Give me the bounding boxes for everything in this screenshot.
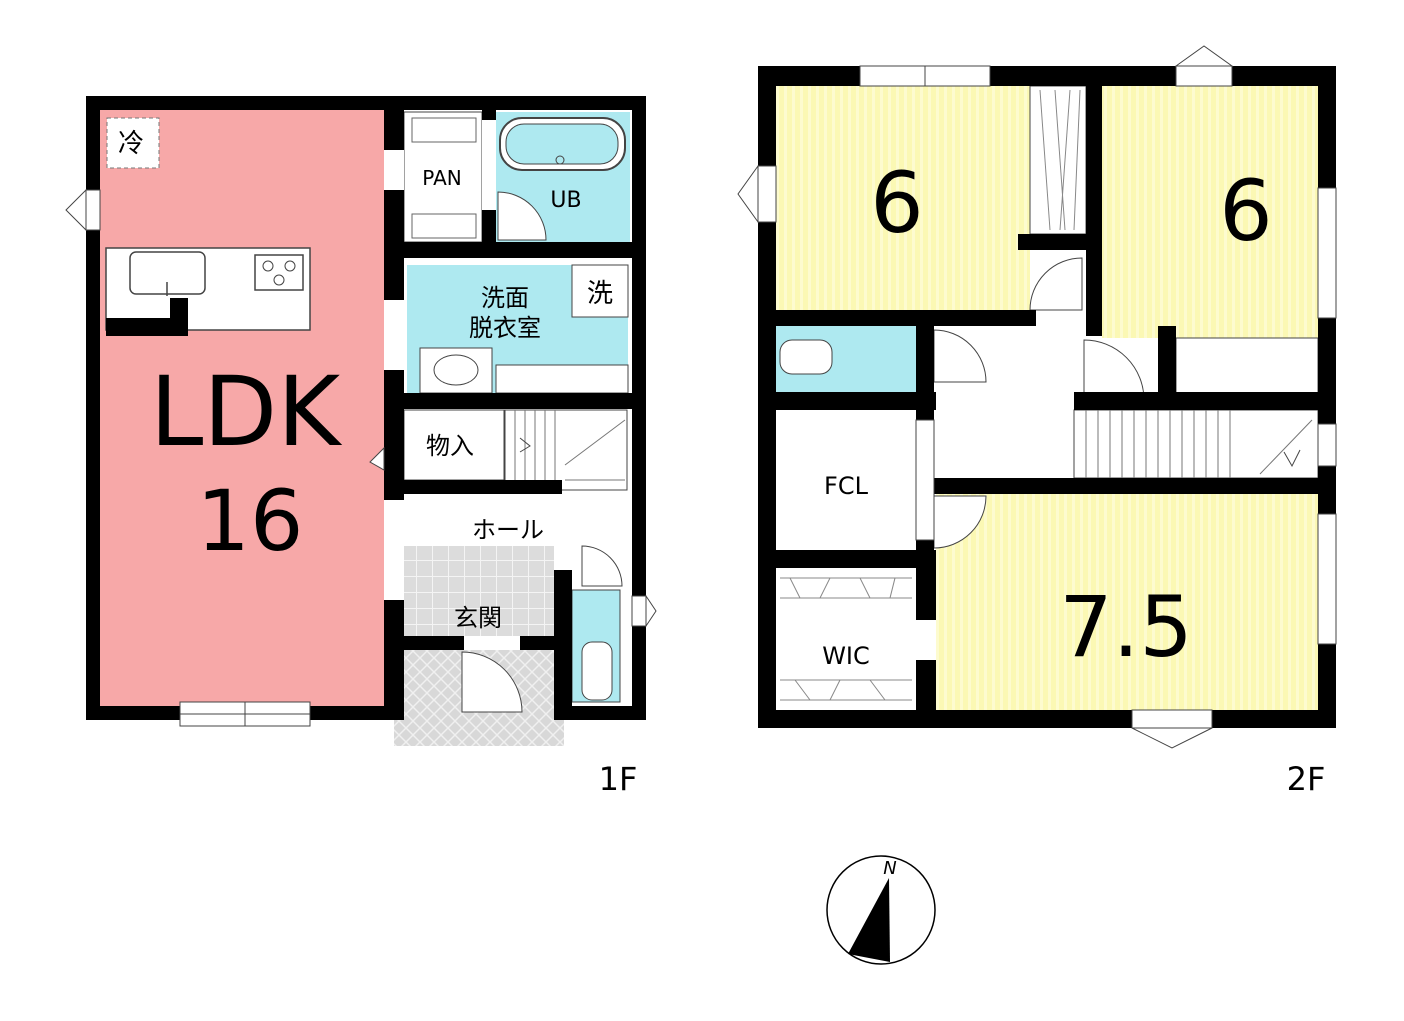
- hall-label: ホール: [472, 516, 544, 544]
- closet-nw: [1029, 85, 1087, 235]
- pantry-label: PAN: [422, 166, 461, 190]
- room-se: [936, 494, 1318, 710]
- floor-2-plan: 6 6 7.5 FCL WIC 2F: [737, 45, 1337, 798]
- cooktop: [254, 254, 304, 291]
- washer-area: [571, 264, 629, 318]
- washroom-label-1: 洗面: [481, 284, 529, 312]
- storage-label: 物入: [426, 432, 474, 460]
- pantry-room: [403, 111, 483, 243]
- room-nw: [776, 86, 1030, 310]
- fcl-label: FCL: [824, 472, 869, 500]
- room-ne: [1102, 86, 1318, 338]
- room-se-size: 7.5: [1059, 578, 1193, 676]
- hall-area: [404, 496, 629, 546]
- stairs-2f: [1073, 409, 1319, 479]
- fridge-area: [106, 117, 160, 169]
- compass-north-label: N: [883, 858, 896, 879]
- ldk-size-label: 16: [197, 472, 304, 570]
- floor-1-label: 1F: [599, 760, 638, 798]
- storage-room: [403, 409, 505, 481]
- wic-closet: [776, 568, 918, 708]
- fcl-closet: [776, 410, 918, 550]
- compass: N: [826, 855, 936, 965]
- entrance-label: 玄関: [454, 604, 502, 632]
- floor-2-label: 2F: [1287, 760, 1326, 798]
- washer-label: 洗: [587, 279, 613, 309]
- fridge-label: 冷: [118, 129, 144, 159]
- ldk-name-label: LDK: [150, 356, 342, 468]
- unit-bath-label: UB: [550, 188, 581, 213]
- washroom-label-2: 脱衣室: [469, 314, 541, 342]
- ldk-room: [97, 108, 387, 708]
- floor-1-plan: 冷 LDK 16 PAN UB 洗面 脱衣室 洗 物入 ホール 玄関 1F: [65, 96, 657, 798]
- room-ne-size: 6: [1219, 162, 1272, 260]
- entrance-floor: [404, 546, 554, 636]
- room-nw-size: 6: [870, 154, 923, 252]
- wic-label: WIC: [822, 642, 870, 670]
- closet-ne: [1175, 337, 1319, 395]
